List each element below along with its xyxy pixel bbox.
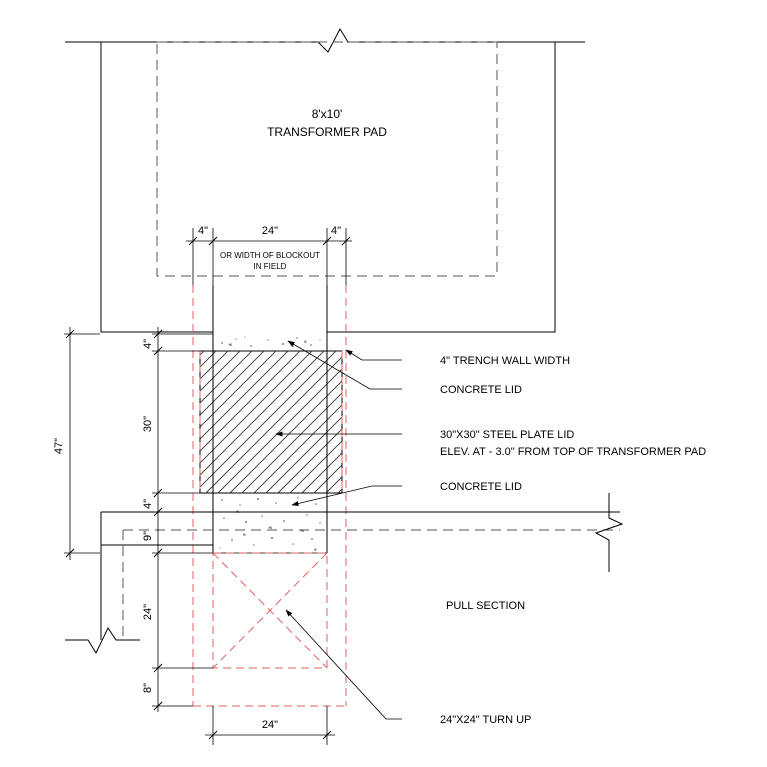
dim-steel-lid-30in: 30" [142, 416, 154, 432]
hatch-line [200, 351, 289, 440]
callout-concrete-lid-bottom: CONCRETE LID [440, 481, 522, 493]
hatch-line [253, 404, 342, 493]
vertical-dimension-chain [64, 327, 213, 712]
hatch-line [217, 368, 342, 493]
dim-nine-in: 9" [142, 531, 154, 541]
hatch-line [200, 351, 277, 428]
top-break-line [65, 27, 585, 53]
callout-concrete-lid-top: CONCRETE LID [440, 384, 522, 396]
pad-size-label: 8'x10' [312, 107, 343, 121]
blockout-note-line2: IN FIELD [254, 262, 287, 271]
label-pull-section: PULL SECTION [446, 600, 525, 612]
blockout-note-line1: OR WIDTH OF BLOCKOUT [220, 251, 320, 260]
steel-plate-lid [50, 343, 343, 494]
dim-wall-mid-4in: 4" [142, 499, 154, 509]
hatch-line [200, 351, 253, 404]
dim-turnup-24in: 24" [142, 604, 154, 620]
right-trench-run [101, 493, 624, 572]
concrete-wall-top [221, 336, 321, 347]
top-width-dimension [186, 228, 352, 285]
steel-lid-hatching [50, 343, 342, 493]
dim-wall-top-4in: 4" [142, 339, 154, 349]
hatch-line [200, 351, 325, 476]
hatch-line [200, 351, 301, 452]
callout-trench-wall: 4" TRENCH WALL WIDTH [440, 355, 570, 367]
hatch-line [265, 416, 342, 493]
dim-center-24in: 24" [262, 225, 278, 237]
callout-steel-lid-line1: 30"X30" STEEL PLATE LID [440, 429, 574, 441]
hatch-line [200, 351, 313, 464]
hatch-line [200, 351, 241, 392]
pad-name-label: TRANSFORMER PAD [267, 125, 387, 139]
hatch-line [200, 351, 337, 488]
dim-total-47in: 47" [53, 438, 65, 454]
bottom-width-dimension [205, 706, 335, 745]
hatch-line [241, 392, 342, 493]
hatch-line [277, 428, 342, 493]
hatch-line [313, 464, 342, 493]
turn-up-box [212, 552, 328, 669]
hatch-line [50, 343, 200, 493]
hatch-line [200, 351, 229, 380]
left-trench-run [65, 512, 140, 655]
hatch-line [229, 380, 342, 493]
hatch-line [301, 452, 342, 493]
concrete-wall-bottom [213, 497, 327, 554]
dim-bottom-24in: 24" [262, 719, 278, 731]
hatch-line [205, 356, 342, 493]
dim-bottom-8in: 8" [142, 683, 154, 693]
hatch-line [200, 351, 205, 356]
hatch-line [200, 351, 265, 416]
hatch-line [289, 440, 342, 493]
dim-right-4in: 4" [331, 225, 341, 237]
trench-outline [192, 285, 347, 707]
transformer-pad [100, 41, 556, 333]
dim-left-4in: 4" [198, 225, 208, 237]
callout-steel-lid-line2: ELEV. AT - 3.0" FROM TOP OF TRANSFORMER … [440, 446, 706, 458]
callout-leaders [275, 340, 402, 720]
callout-turn-up: 24"X24" TURN UP [440, 714, 531, 726]
